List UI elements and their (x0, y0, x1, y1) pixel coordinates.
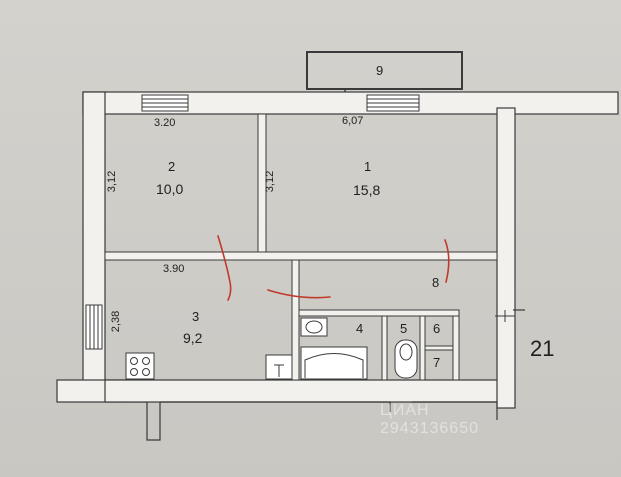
interior-walls (104, 113, 498, 381)
room-7-number: 7 (433, 355, 441, 370)
room-1-number: 1 (364, 159, 372, 174)
room-2-number: 2 (168, 159, 176, 174)
bathtub-icon (300, 346, 368, 380)
room-3-height: 2,38 (110, 310, 123, 333)
room-6-number: 6 (433, 321, 441, 336)
room-3-number: 3 (192, 309, 200, 324)
stove-icon (125, 352, 155, 380)
plan-number-label: 21 (530, 336, 555, 361)
room-2-area: 10,0 (156, 181, 184, 197)
room-5-number: 5 (400, 321, 408, 336)
room-1-height: 3,12 (264, 170, 277, 193)
room-4-number: 4 (356, 321, 364, 336)
lower-outline (146, 309, 525, 441)
room-8-number: 8 (432, 275, 440, 290)
room-2-width: 3.20 (154, 117, 176, 129)
room-9-number: 9 (376, 63, 384, 78)
room-3-width: 3.90 (163, 263, 185, 275)
room-2-height: 3,12 (106, 170, 119, 193)
room-1-area: 15,8 (353, 182, 381, 198)
room-1-width: 6,07 (342, 115, 364, 127)
room-3-area: 9,2 (183, 330, 203, 346)
toilet-icon (394, 339, 418, 379)
watermark-text: ЦИАН 2943136650 (380, 402, 479, 437)
pen-marks (217, 235, 450, 301)
balcony-outline (306, 51, 463, 90)
windows (85, 94, 420, 350)
kitchen-sink-icon (265, 354, 293, 380)
door-marks (495, 310, 515, 322)
washbasin-icon (300, 317, 328, 337)
